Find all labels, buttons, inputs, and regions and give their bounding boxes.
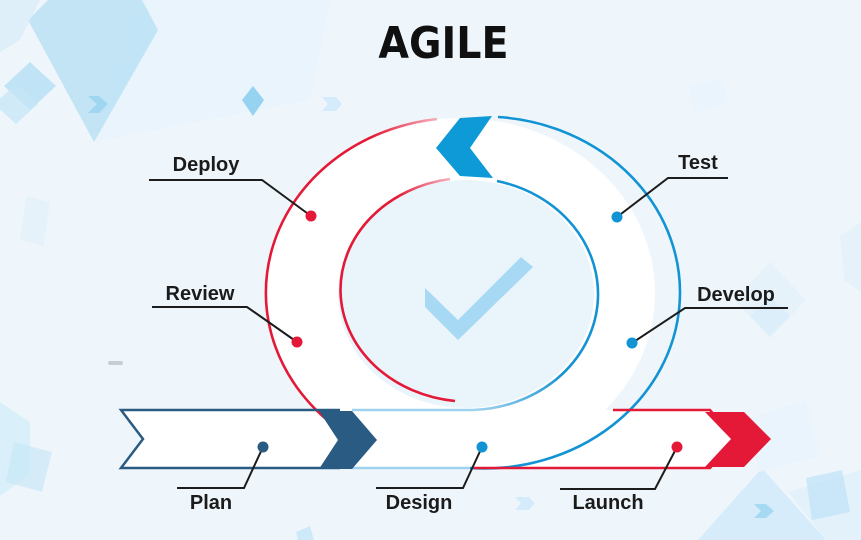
marker-dot-plan (257, 441, 269, 453)
decor-shape (744, 400, 820, 472)
chevron-right-icon (319, 411, 377, 469)
decor-shape (688, 78, 728, 112)
leader-line-deploy (149, 179, 312, 217)
decor-shape (6, 442, 52, 492)
marker-dot-test (611, 211, 623, 223)
stage-markers (257, 210, 683, 453)
leader-line-review (152, 306, 298, 343)
page-title: AGILE (378, 18, 509, 69)
stage-label-develop: Develop (697, 284, 775, 306)
decor-shape (806, 470, 850, 520)
loop-arcs (264, 115, 682, 470)
leader-lines (149, 177, 788, 490)
stage-label-design: Design (385, 492, 453, 514)
decor-chevron (515, 497, 535, 510)
leader-line-plan (177, 446, 264, 489)
marker-dot-deploy (305, 210, 317, 222)
chevron-left-icon (436, 116, 493, 178)
stage-label-launch: Launch (572, 492, 644, 514)
decor-shape (20, 196, 50, 246)
decor-shape (840, 222, 861, 292)
loop-inner-fill (338, 180, 594, 408)
leader-line-design (376, 446, 483, 489)
loop-arc-outer-blue (469, 115, 682, 470)
check-icon (425, 257, 533, 340)
loop-arc-inner-blue (472, 179, 600, 412)
stage-label-plan: Plan (189, 492, 233, 514)
arrow-band-left-fill (121, 409, 352, 469)
stage-label-deploy: Deploy (172, 154, 240, 176)
decor-chevron (322, 97, 342, 111)
stage-label-test: Test (678, 152, 718, 174)
decor-chevron (88, 96, 108, 113)
loop-arc-inner-red (339, 177, 456, 403)
leader-line-develop (631, 307, 788, 344)
decor-shape (0, 0, 40, 52)
marker-dot-launch (671, 441, 683, 453)
stage-label-review: Review (165, 283, 235, 305)
marker-dot-review (291, 336, 303, 348)
marker-dot-develop (626, 337, 638, 349)
decor-cube (242, 86, 264, 116)
decor-cube (750, 296, 790, 336)
loop-arc-outer-red (264, 117, 438, 432)
leader-line-test (616, 177, 728, 218)
decor-triangle (296, 526, 314, 540)
decor-hexagon (28, 0, 158, 142)
arrow-band-right-fill (352, 410, 734, 468)
leader-line-launch (560, 446, 678, 490)
decor-dash (108, 361, 123, 365)
decor-cube (0, 84, 38, 124)
decor-chevron (754, 504, 774, 518)
arrow-band-left-outline (118, 408, 340, 470)
chevron-right-icon (705, 412, 771, 467)
marker-dot-design (476, 441, 488, 453)
